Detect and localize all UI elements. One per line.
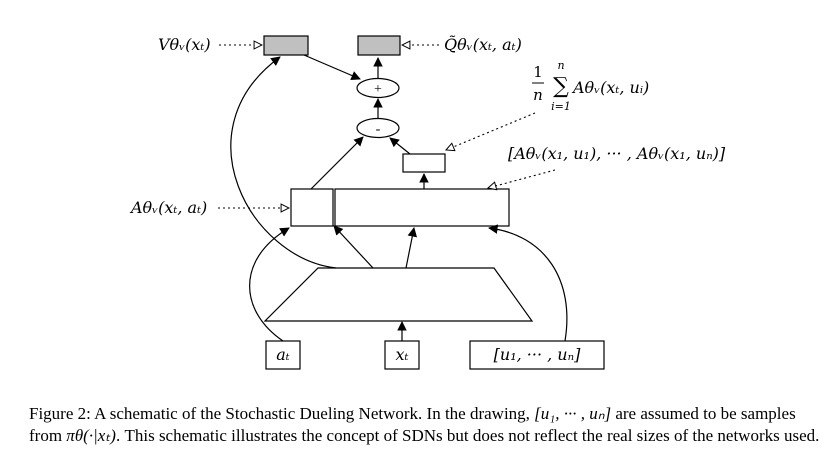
caption-math-policy: πθ(·|xₜ) — [66, 426, 116, 445]
value-label: Vθᵥ(xₜ) — [158, 35, 211, 54]
mean-box — [402, 153, 446, 173]
minus-sign: - — [376, 122, 381, 137]
plus-node — [356, 77, 400, 99]
solid-arrows — [230, 54, 568, 342]
q-label: Q̃θᵥ(xₜ, aₜ) — [444, 35, 522, 54]
arrow-body-to-adv-input — [333, 225, 374, 269]
sdn-diagram: + - Vθᵥ(xₜ) Q̃θᵥ(xₜ, aₜ) 1 n n ∑ — [129, 35, 726, 370]
action-input-label: aₜ — [276, 345, 290, 364]
caption-math-samples: [u₁, ··· , uₙ] — [534, 404, 612, 423]
network-body — [263, 267, 534, 322]
arrow-mean-to-minus — [389, 137, 411, 155]
mean-sum-top: n — [557, 59, 564, 72]
advantage-input-label: Aθᵥ(xₜ, aₜ) — [129, 198, 207, 217]
minus-node — [356, 117, 400, 139]
arrow-body-to-value — [230, 56, 337, 269]
arrow-body-to-adv-samples — [405, 227, 418, 269]
advantage-samples-label: [Aθᵥ(x₁, u₁), ··· , Aθᵥ(x₁, uₙ)] — [508, 144, 726, 163]
pointer-adv-samples — [488, 169, 556, 188]
value-output-box — [263, 35, 309, 56]
mean-sum-bottom: i=1 — [551, 100, 571, 113]
samples-input-label: [u₁, ··· , uₙ] — [494, 345, 581, 364]
advantage-samples-box — [334, 188, 510, 227]
plus-sign: + — [374, 82, 382, 97]
q-output-box — [357, 35, 401, 56]
state-input-label: xₜ — [396, 345, 409, 364]
mean-frac-num: 1 — [533, 63, 543, 81]
pointer-mean — [446, 112, 536, 150]
arrow-action-to-adv-input — [249, 227, 290, 342]
caption-text-3: . This schematic illustrates the concept… — [115, 426, 820, 445]
mean-sum-sym: ∑ — [553, 74, 569, 99]
caption-text-2: are assumed to be samples from — [29, 404, 796, 445]
caption-text-1: Figure 2: A schematic of the Stochastic … — [29, 404, 535, 423]
mean-term: Aθᵥ(xₜ, uᵢ) — [571, 78, 649, 97]
figure-caption: Figure 2: A schematic of the Stochastic … — [29, 403, 829, 447]
arrow-samples-to-adv-samples — [488, 224, 568, 342]
arrow-value-to-plus — [303, 54, 361, 81]
arrow-adv-to-minus — [310, 136, 364, 190]
samples-input-box — [469, 340, 605, 370]
mean-frac-den: n — [533, 86, 543, 104]
state-input-box — [384, 340, 420, 370]
advantage-input-box — [290, 188, 334, 227]
dotted-pointers — [218, 45, 556, 208]
